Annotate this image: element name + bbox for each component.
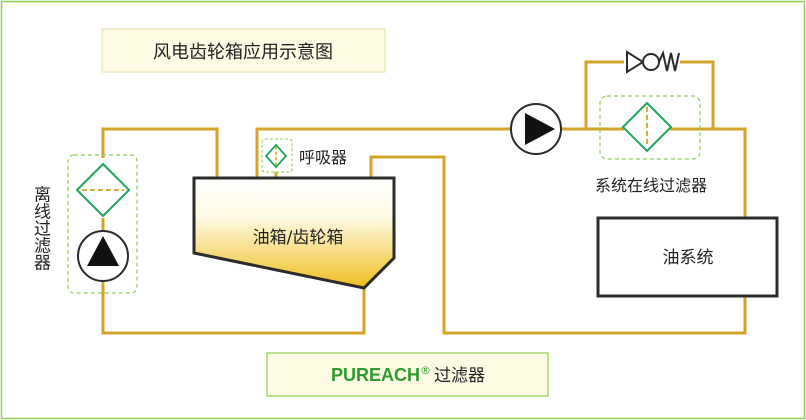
pipe-offline-return (101, 270, 366, 335)
inline-filter-icon (621, 101, 673, 153)
title-box (101, 28, 386, 73)
tank-label: 油箱/齿轮箱 (253, 228, 344, 248)
diagram-title: 风电齿轮箱应用示意图 (153, 42, 333, 63)
pipe-to-oil-system (670, 127, 747, 218)
pipe-oil-return (369, 155, 747, 335)
tank-gearbox (192, 176, 396, 290)
oil-system-label: 油系统 (663, 248, 714, 268)
breather-filter-icon (264, 143, 288, 169)
offline-unit-dashed-box (67, 154, 138, 294)
breather-label: 呼吸器 (299, 148, 347, 167)
brand-registered: ® (420, 364, 431, 377)
offline-pump-icon (77, 230, 129, 282)
inline-filter-label: 系统在线过滤器 (595, 176, 707, 195)
check-valve-icon (624, 49, 680, 74)
brand-box (266, 352, 549, 397)
main-pump-icon (510, 103, 562, 155)
pipe-offline-loop (101, 127, 219, 177)
brand-suffix: 过滤器 (434, 366, 485, 386)
inline-filter-dashed-box (599, 95, 701, 160)
brand-line: PUREACH®过滤器 (331, 364, 485, 386)
offline-filter-icon (75, 162, 131, 218)
brand-name: PUREACH (331, 365, 420, 385)
oil-system-box (596, 216, 779, 298)
breather-dashed-box (261, 138, 293, 173)
offline-filter-label: 离线过滤器 (30, 185, 51, 270)
